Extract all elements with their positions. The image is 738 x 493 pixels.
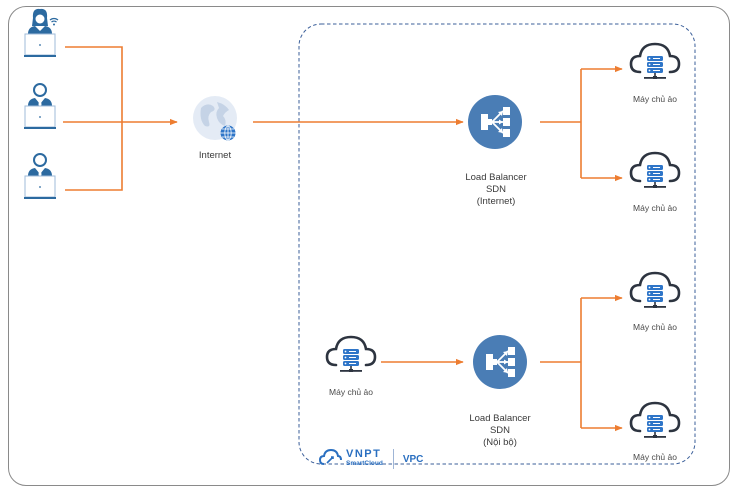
- lb-internal-label-line2: SDN: [489, 425, 511, 436]
- user-connectors: [63, 46, 178, 191]
- diagram-frame: [8, 6, 730, 486]
- lb-internal-connectors: [540, 294, 623, 432]
- internet-label: Internet: [198, 150, 232, 161]
- vnpt-smartcloud-logo-icon: [318, 448, 342, 465]
- brand-divider: [392, 449, 394, 469]
- server-2-icon[interactable]: [629, 151, 681, 190]
- vnpt-brand-text: VNPT SmartCloud: [346, 448, 383, 468]
- lb-internet-label: Load Balancer SDN (Internet): [465, 172, 526, 208]
- lb-internal-label-line3: (Nội bộ): [483, 437, 517, 448]
- vnpt-brand-sub: SmartCloud: [346, 460, 383, 467]
- server-2-label: Máy chủ ảo: [633, 203, 677, 213]
- server-3-label: Máy chủ ảo: [633, 322, 677, 332]
- user-2-icon[interactable]: [23, 83, 57, 130]
- server-4-label: Máy chủ ảo: [633, 452, 677, 462]
- server-1-label: Máy chủ ảo: [633, 94, 677, 104]
- internal-source-server-icon[interactable]: [325, 335, 377, 374]
- internet-globe-icon[interactable]: [193, 96, 237, 141]
- connector-user-3: [65, 122, 123, 191]
- lb-internet-connectors: [540, 65, 623, 182]
- lb-internet-label-line1: Load Balancer: [465, 172, 527, 183]
- user-3-icon[interactable]: [23, 153, 57, 200]
- vpc-boundary: [298, 23, 696, 465]
- connector-user-1: [65, 46, 123, 122]
- server-4-icon[interactable]: [629, 401, 681, 440]
- vpc-brand: VNPT SmartCloud VPC: [344, 448, 423, 470]
- load-balancer-internet-icon[interactable]: [467, 94, 523, 150]
- internal-source-label: Máy chủ ảo: [329, 387, 373, 397]
- lb-internet-label-line2: SDN: [485, 184, 507, 195]
- lb-internal-label: Load Balancer SDN (Nội bộ): [469, 413, 530, 449]
- server-3-icon[interactable]: [629, 271, 681, 310]
- load-balancer-internal-icon[interactable]: [472, 334, 528, 390]
- vpc-label: VPC: [402, 453, 424, 465]
- lb-internet-label-line3: (Internet): [476, 196, 516, 207]
- lb-internal-label-line1: Load Balancer: [469, 413, 531, 424]
- vnpt-brand-name: VNPT: [346, 448, 382, 460]
- server-1-icon[interactable]: [629, 42, 681, 81]
- user-1-icon[interactable]: [23, 8, 59, 58]
